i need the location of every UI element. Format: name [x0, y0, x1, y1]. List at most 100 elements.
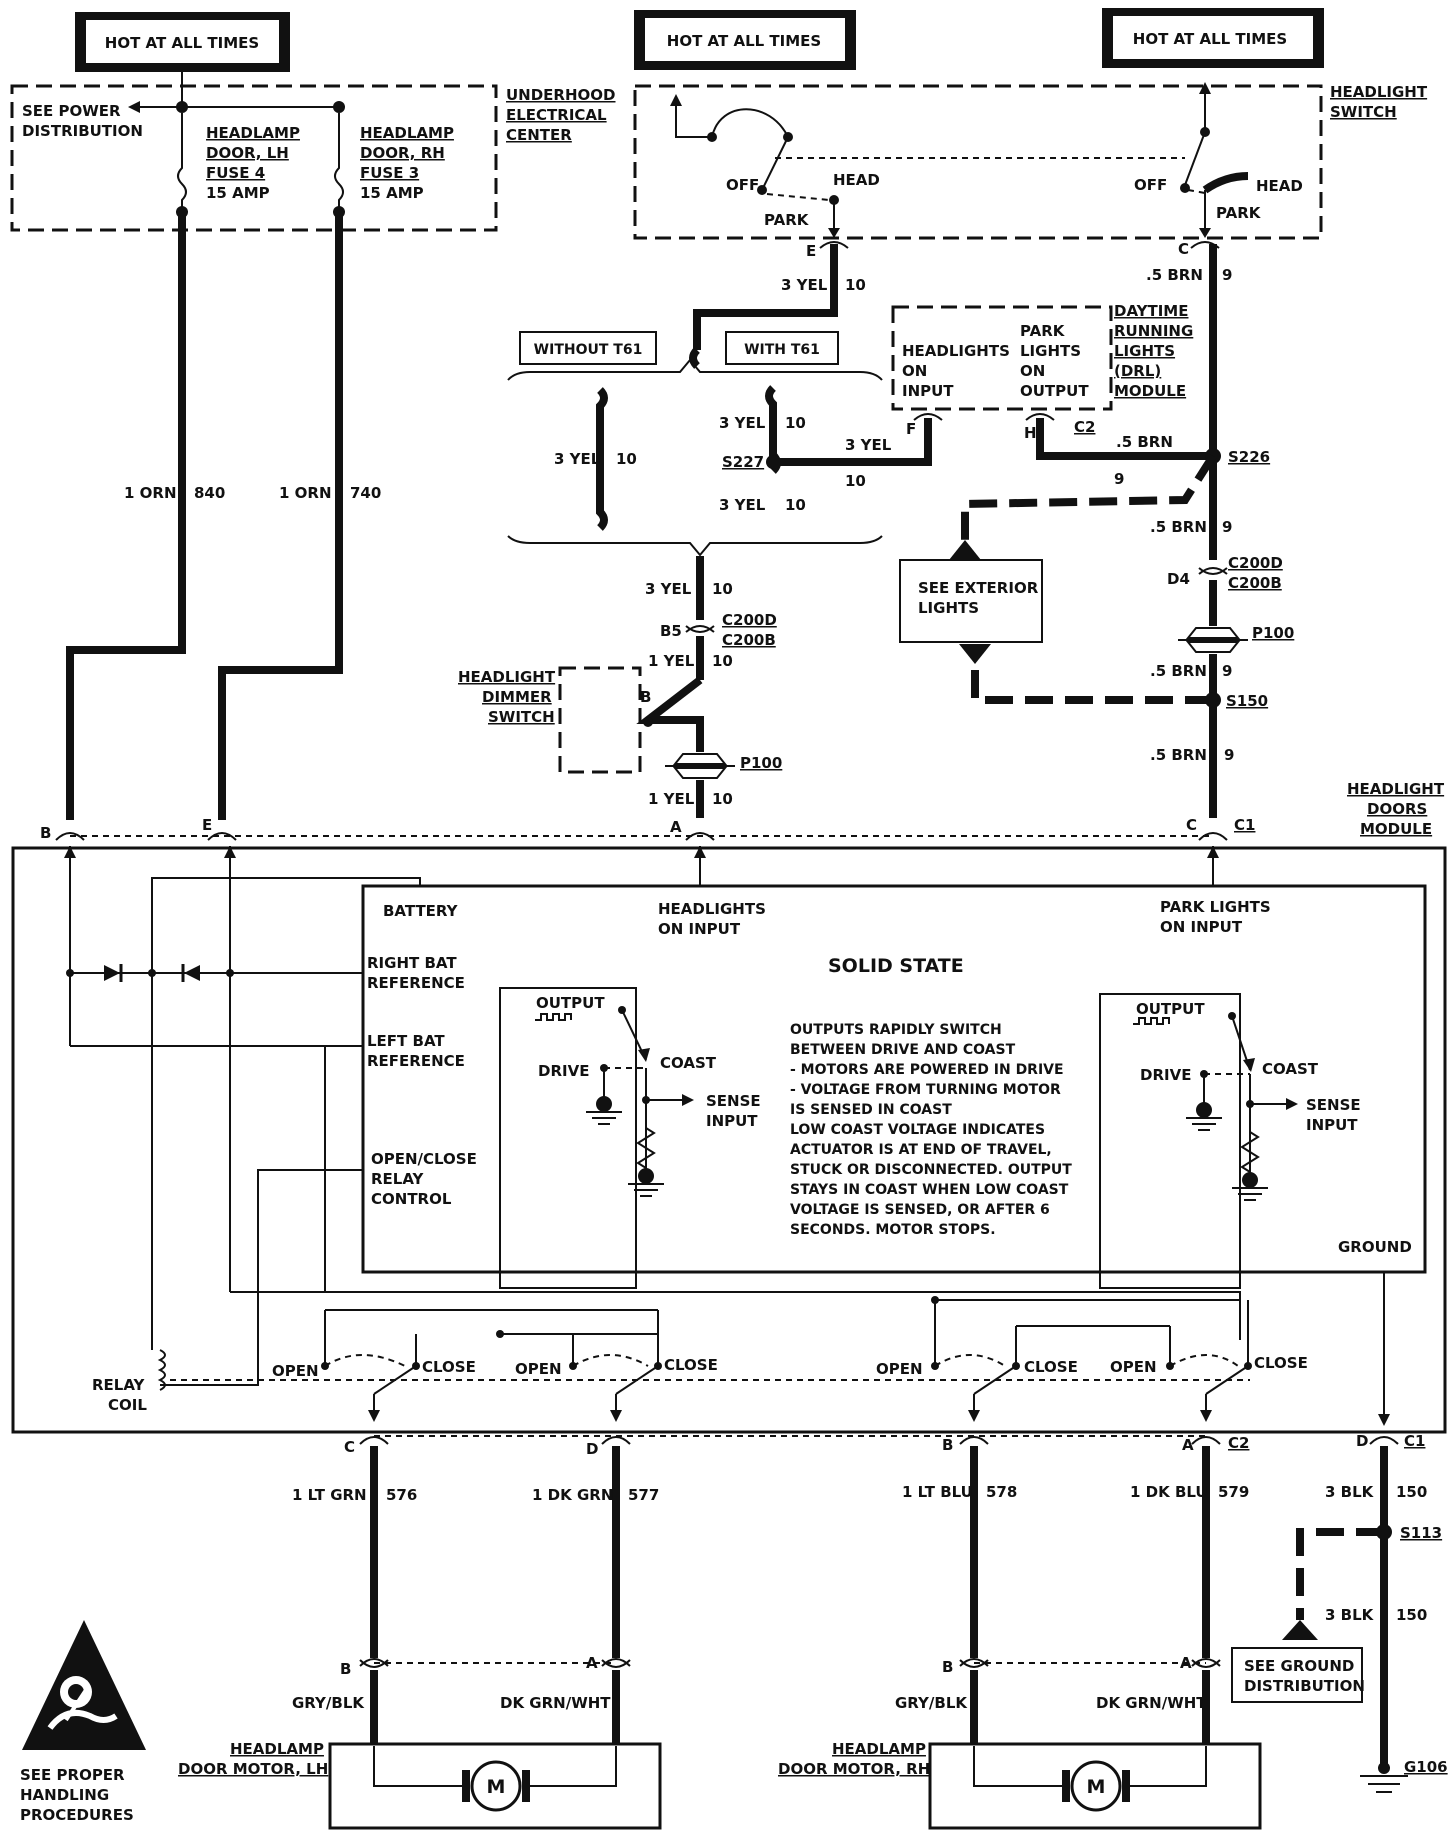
relay-coil: RELAY COIL [92, 1349, 1250, 1414]
svg-text:M: M [1087, 1776, 1106, 1798]
svg-text:DISTRIBUTION: DISTRIBUTION [22, 122, 143, 140]
svg-text:HEADLAMP: HEADLAMP [206, 124, 300, 142]
svg-text:OFF: OFF [726, 176, 759, 194]
svg-text:3 YEL: 3 YEL [719, 496, 766, 514]
svg-text:3 YEL: 3 YEL [845, 436, 892, 454]
svg-text:SEE EXTERIOR: SEE EXTERIOR [918, 579, 1039, 597]
svg-text:- MOTORS ARE POWERED IN DRIVE: - MOTORS ARE POWERED IN DRIVE [790, 1062, 1064, 1078]
svg-text:3 YEL: 3 YEL [781, 276, 828, 294]
svg-text:P100: P100 [1252, 624, 1294, 642]
svg-text:HEADLIGHT: HEADLIGHT [1330, 83, 1428, 101]
fuse-4-icon [177, 113, 187, 212]
svg-text:578: 578 [986, 1483, 1017, 1501]
svg-text:HEADLIGHTS: HEADLIGHTS [902, 342, 1010, 360]
output-connectors: C D B A C2 D C1 [344, 1432, 1425, 1458]
without-t61-label: WITHOUT T61 [534, 342, 643, 358]
svg-text:RELAY: RELAY [371, 1170, 425, 1188]
svg-text:D: D [586, 1440, 598, 1458]
svg-text:DIMMER: DIMMER [482, 688, 552, 706]
svg-text:E: E [806, 242, 816, 260]
svg-text:REFERENCE: REFERENCE [367, 974, 465, 992]
svg-text:740: 740 [350, 484, 381, 502]
wire-840: 1 ORN 840 [66, 212, 225, 820]
svg-text:C200B: C200B [722, 631, 776, 649]
motor-lh-icon [470, 1760, 522, 1812]
svg-text:DOOR, LH: DOOR, LH [206, 144, 289, 162]
svg-text:DOOR MOTOR, RH: DOOR MOTOR, RH [778, 1760, 930, 1778]
svg-text:.5 BRN: .5 BRN [1150, 518, 1207, 536]
wire-yel-10-lower: 3 YEL 10 B5 C200D C200B 1 YEL 10 B P100 … [636, 556, 782, 818]
svg-text:SWITCH: SWITCH [1330, 103, 1397, 121]
svg-text:PARK: PARK [1216, 204, 1262, 222]
svg-text:10: 10 [785, 414, 806, 432]
svg-text:1 LT BLU: 1 LT BLU [902, 1483, 973, 1501]
svg-text:HEADLIGHTS: HEADLIGHTS [658, 900, 766, 918]
svg-text:GRY/BLK: GRY/BLK [292, 1694, 365, 1712]
svg-text:DISTRIBUTION: DISTRIBUTION [1244, 1677, 1365, 1695]
diode-left-icon [104, 965, 120, 981]
svg-text:577: 577 [628, 1486, 659, 1504]
diode-right-icon [184, 965, 200, 981]
hot-label-right: HOT AT ALL TIMES [1133, 30, 1287, 48]
svg-text:10: 10 [785, 496, 806, 514]
svg-text:ON: ON [1020, 362, 1045, 380]
svg-text:GROUND: GROUND [1338, 1238, 1412, 1256]
svg-text:576: 576 [386, 1486, 417, 1504]
svg-text:SEE PROPER: SEE PROPER [20, 1766, 125, 1784]
svg-text:1 ORN: 1 ORN [279, 484, 332, 502]
svg-text:HEADLAMP: HEADLAMP [230, 1740, 324, 1758]
esd-warning: SEE PROPER HANDLING PROCEDURES [20, 1620, 146, 1824]
motor-wires: 1 LT GRN 576 1 DK GRN 577 1 LT BLU 578 1… [292, 1446, 1249, 1745]
hot-box-right: HOT AT ALL TIMES [1102, 8, 1324, 68]
svg-text:PARK: PARK [1020, 322, 1066, 340]
svg-text:B5: B5 [660, 622, 682, 640]
svg-text:INPUT: INPUT [902, 382, 954, 400]
svg-text:840: 840 [194, 484, 225, 502]
svg-text:MODULE: MODULE [1114, 382, 1186, 400]
svg-text:15 AMP: 15 AMP [360, 184, 424, 202]
svg-text:RIGHT BAT: RIGHT BAT [367, 954, 457, 972]
svg-text:B: B [40, 824, 51, 842]
hot-box-left: HOT AT ALL TIMES [75, 12, 290, 72]
svg-text:HEADLAMP: HEADLAMP [360, 124, 454, 142]
svg-text:ON: ON [902, 362, 927, 380]
svg-text:A: A [1182, 1436, 1194, 1454]
svg-text:C: C [1186, 816, 1197, 834]
svg-text:OUTPUT: OUTPUT [1020, 382, 1089, 400]
svg-text:C2: C2 [1074, 418, 1095, 436]
svg-text:DK GRN/WHT: DK GRN/WHT [1096, 1694, 1207, 1712]
svg-text:P100: P100 [740, 754, 782, 772]
underhood-electrical-center: UNDERHOOD ELECTRICAL CENTER SEE POWER DI… [10, 72, 616, 232]
svg-text:10: 10 [616, 450, 637, 468]
with-t61-label: WITH T61 [744, 342, 820, 358]
svg-text:DOOR MOTOR, LH: DOOR MOTOR, LH [178, 1760, 328, 1778]
svg-text:OUTPUT: OUTPUT [536, 994, 605, 1012]
svg-text:B: B [942, 1436, 953, 1454]
svg-text:OPEN: OPEN [1110, 1358, 1157, 1376]
svg-text:DRIVE: DRIVE [1140, 1066, 1191, 1084]
svg-text:D4: D4 [1167, 570, 1190, 588]
svg-text:PROCEDURES: PROCEDURES [20, 1806, 134, 1824]
solid-state-title: SOLID STATE [828, 955, 964, 977]
see-exterior-lights: SEE EXTERIOR LIGHTS [899, 540, 1043, 664]
svg-text:M: M [487, 1776, 506, 1798]
svg-text:A: A [1180, 1654, 1192, 1672]
svg-text:OUTPUTS RAPIDLY SWITCH: OUTPUTS RAPIDLY SWITCH [790, 1022, 1002, 1038]
hot-box-middle: HOT AT ALL TIMES [634, 10, 856, 70]
svg-text:10: 10 [845, 276, 866, 294]
svg-text:9: 9 [1224, 746, 1234, 764]
drl-module: DAYTIME RUNNING LIGHTS (DRL) MODULE HEAD… [891, 302, 1213, 488]
ground-wire-150: 3 BLK 150 S113 3 BLK 150 SEE GROUND DIST… [1231, 1446, 1448, 1793]
g106-label: G106 [1404, 1758, 1448, 1776]
svg-text:10: 10 [712, 580, 733, 598]
svg-text:HANDLING: HANDLING [20, 1786, 109, 1804]
svg-text:BATTERY: BATTERY [383, 902, 459, 920]
svg-text:ON INPUT: ON INPUT [1160, 918, 1243, 936]
svg-text:HEAD: HEAD [1256, 177, 1303, 195]
resistor-left-icon [636, 1127, 656, 1169]
svg-text:C: C [344, 1438, 355, 1456]
svg-text:STUCK OR DISCONNECTED. OUTPUT: STUCK OR DISCONNECTED. OUTPUT [790, 1162, 1072, 1178]
svg-text:10: 10 [712, 790, 733, 808]
svg-text:HEADLIGHT: HEADLIGHT [458, 668, 556, 686]
